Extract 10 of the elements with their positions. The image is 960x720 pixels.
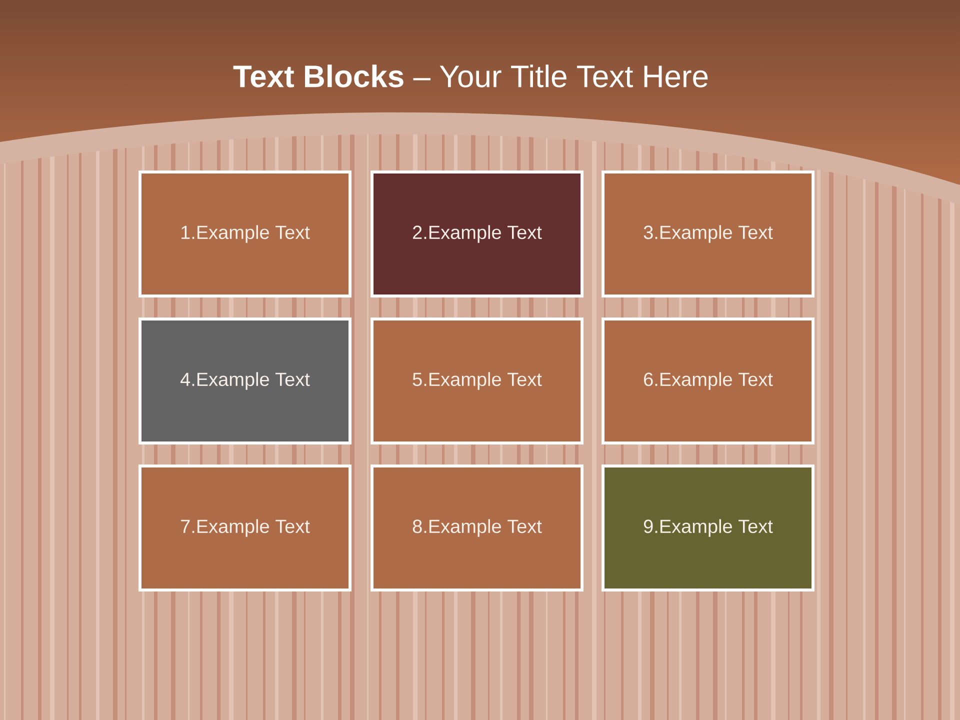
text-block: 4.Example Text [138, 318, 352, 444]
text-block: 9.Example Text [602, 464, 814, 592]
text-block: 3.Example Text [602, 170, 814, 298]
text-block: 7.Example Text [138, 464, 352, 592]
text-block: 5.Example Text [370, 318, 584, 444]
text-block: 8.Example Text [370, 464, 584, 592]
text-block: 1.Example Text [138, 170, 352, 298]
text-block: 6.Example Text [602, 318, 814, 444]
title: Text Blocks – Your Title Text Here [233, 64, 708, 88]
text-block: 2.Example Text [370, 170, 584, 298]
